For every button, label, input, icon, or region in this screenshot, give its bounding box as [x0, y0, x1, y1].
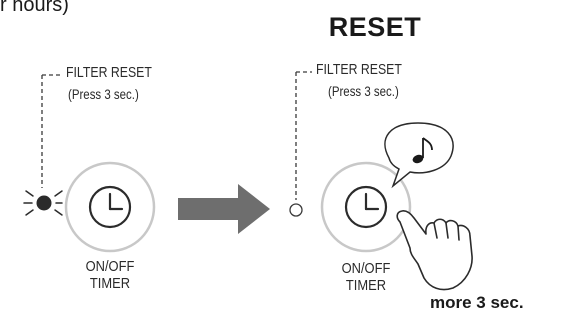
hold-duration-note: more 3 sec. — [430, 293, 524, 312]
right-button-label-line2: TIMER — [345, 277, 387, 294]
right-filter-reset-label: FILTER RESET — [316, 61, 402, 78]
right-press-label: (Press 3 sec.) — [328, 83, 399, 99]
left-button-label-line2: TIMER — [89, 275, 131, 292]
right-arrow-icon — [178, 184, 270, 234]
left-timer-button[interactable] — [64, 161, 156, 253]
right-button-label: ON/OFF TIMER — [332, 260, 401, 294]
reset-title: RESET — [328, 12, 422, 42]
right-button-label-line1: ON/OFF — [341, 260, 391, 277]
left-press-label: (Press 3 sec.) — [68, 86, 139, 102]
left-filter-reset-label: FILTER RESET — [66, 64, 152, 81]
clock-icon — [88, 185, 132, 229]
header-text-fragment: r hours) — [0, 0, 69, 16]
indicator-off-icon — [289, 203, 303, 217]
left-button-label: ON/OFF TIMER — [76, 258, 145, 292]
clock-icon — [344, 185, 388, 229]
music-note-icon — [412, 137, 433, 164]
sound-bubble — [384, 122, 454, 189]
left-button-label-line1: ON/OFF — [85, 258, 135, 275]
indicator-lit-icon — [23, 190, 63, 216]
right-timer-button[interactable] — [320, 161, 412, 253]
right-leader-line — [295, 71, 312, 200]
pointing-hand-icon — [396, 210, 473, 291]
left-leader-line — [41, 74, 62, 188]
